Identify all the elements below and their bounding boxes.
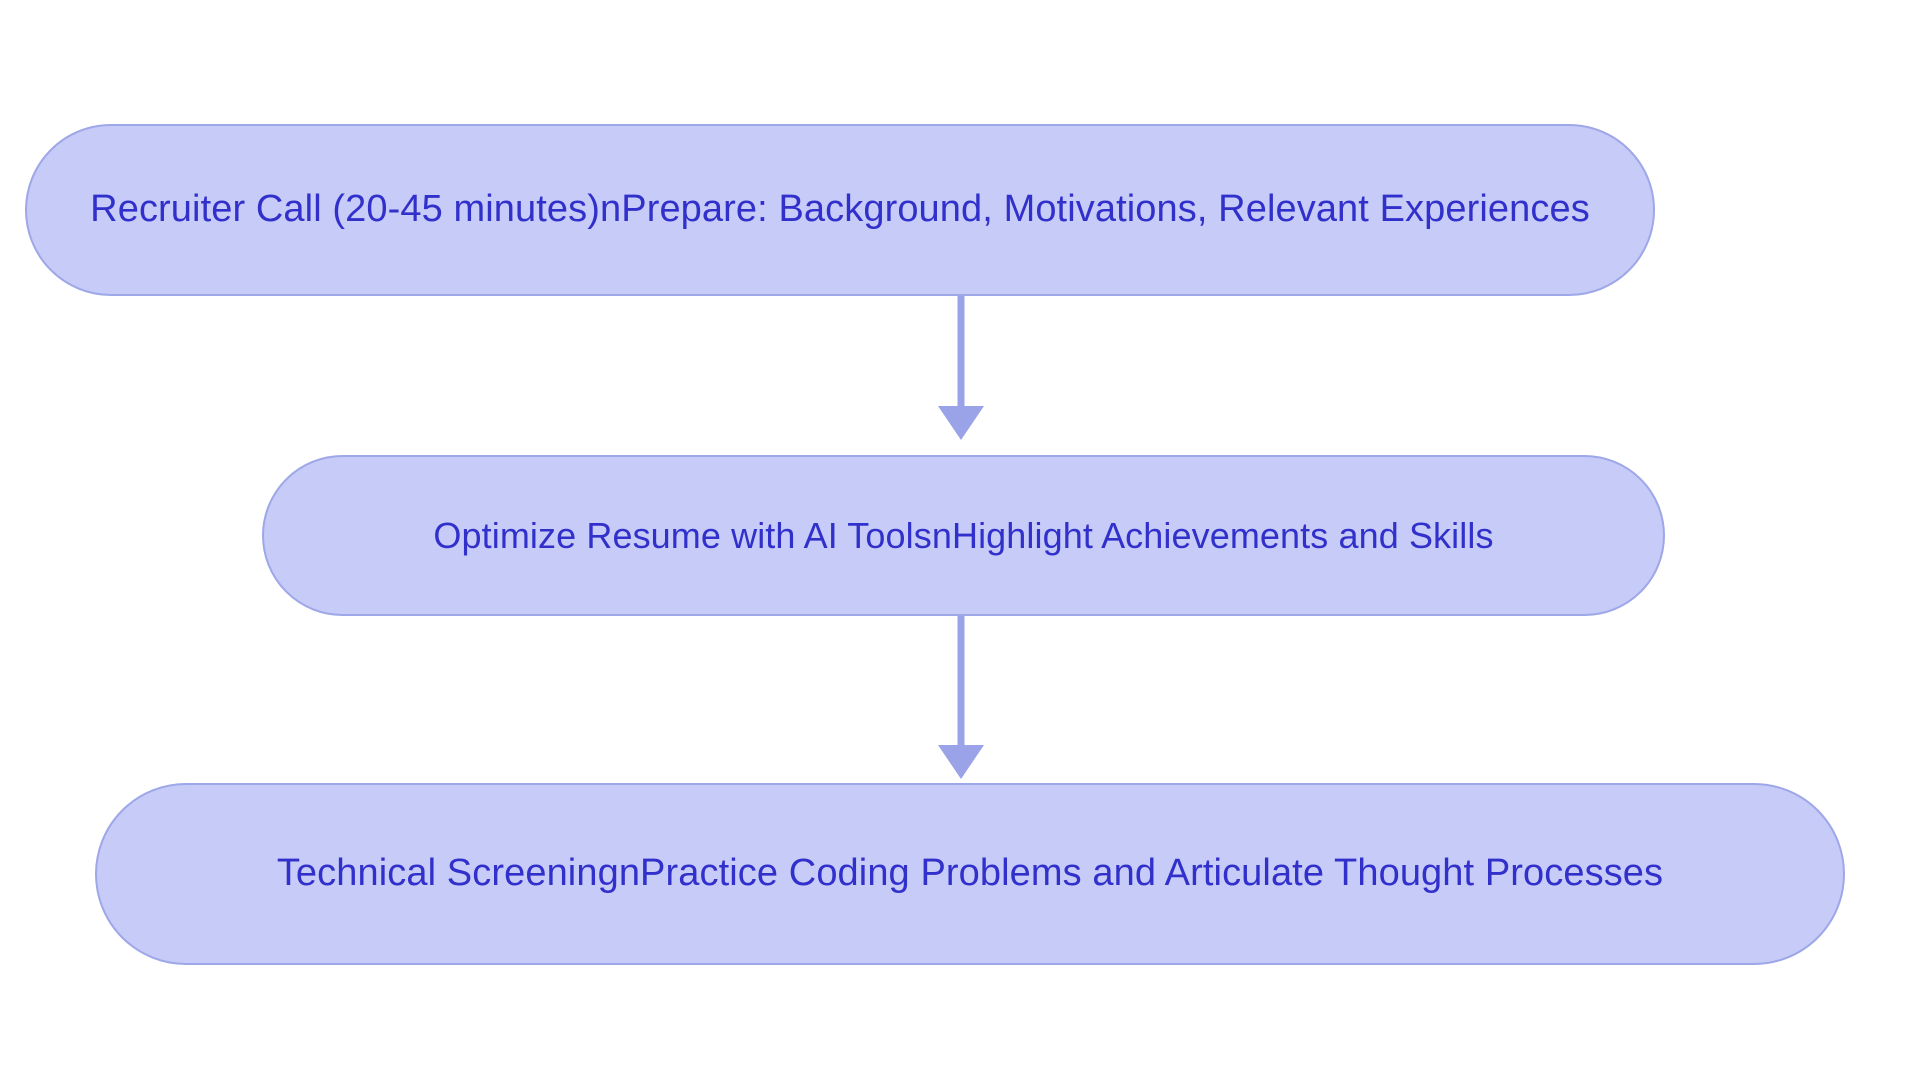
- flow-node-recruiter-call[interactable]: Recruiter Call (20-45 minutes)nPrepare: …: [25, 124, 1655, 296]
- flow-node-label: Recruiter Call (20-45 minutes)nPrepare: …: [90, 188, 1590, 231]
- flow-node-optimize-resume[interactable]: Optimize Resume with AI ToolsnHighlight …: [262, 455, 1665, 616]
- edge-node-1-to-node-2: [938, 616, 984, 779]
- flow-node-label: Technical ScreeningnPractice Coding Prob…: [276, 852, 1664, 895]
- edge-node-0-to-node-1: [938, 296, 984, 440]
- flow-node-technical-screening[interactable]: Technical ScreeningnPractice Coding Prob…: [95, 783, 1845, 965]
- flow-node-label: Optimize Resume with AI ToolsnHighlight …: [433, 514, 1494, 556]
